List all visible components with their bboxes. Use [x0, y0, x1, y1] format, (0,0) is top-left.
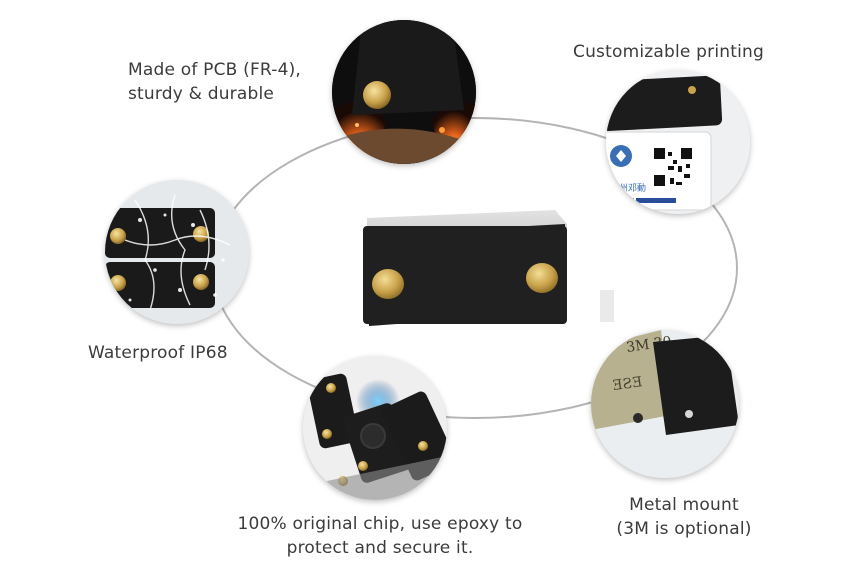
feature-label-printing: Customizable printing	[573, 40, 764, 64]
waterproof-photo	[105, 180, 249, 324]
epoxy-chip-photo	[303, 356, 447, 500]
feature-label-chip-line2: protect and secure it.	[286, 538, 474, 558]
gold-pad-left	[372, 269, 404, 299]
feature-label-pcb-line2: sturdy & durable	[128, 84, 275, 104]
pcb-durability-photo	[332, 20, 476, 164]
feature-label-chip-line1: 100% original chip, use epoxy to	[237, 514, 523, 534]
gold-pad-right	[526, 263, 558, 293]
water-splash	[124, 194, 231, 311]
feature-label-metal-mount-line2: (3M is optional)	[616, 519, 752, 539]
feature-label-metal-mount-line1: Metal mount	[629, 495, 739, 515]
feature-label-pcb: Made of PCB (FR-4), sturdy & durable	[128, 58, 301, 106]
feature-label-waterproof-line1: Waterproof IP68	[88, 343, 228, 363]
center-product-tag	[355, 200, 615, 340]
feature-label-pcb-line1: Made of PCB (FR-4),	[128, 60, 302, 80]
feature-label-printing-line1: Customizable printing	[573, 42, 765, 62]
feature-label-waterproof: Waterproof IP68	[88, 341, 228, 365]
adhesive-print-text: ESE	[611, 374, 643, 394]
feature-label-metal-mount: Metal mount (3M is optional)	[604, 493, 764, 541]
metal-mount-photo: 3M 30 ESE	[591, 330, 739, 478]
qr-code-icon	[654, 148, 692, 186]
custom-printing-photo: 隆州邓動	[606, 70, 750, 214]
feature-label-chip: 100% original chip, use epoxy to protect…	[220, 512, 540, 560]
